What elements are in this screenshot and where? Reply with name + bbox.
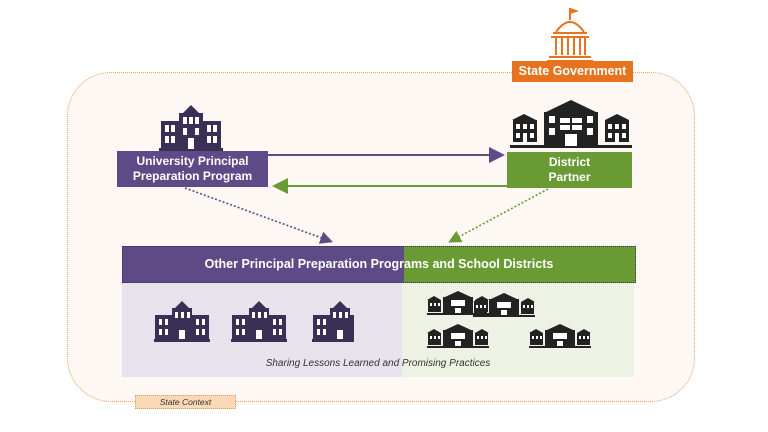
other-programs-bar-purple [122,246,404,283]
other-programs-outline [122,246,636,283]
arrow-university-to-others [184,187,334,244]
university-program-label: University Principal Preparation Program [132,154,253,183]
district-panel [402,283,634,377]
other-programs-title: Other Principal Preparation Programs and… [204,257,554,271]
school-icons-group [427,291,591,348]
arrow-district-to-others [448,188,549,243]
district-schools-icon [510,100,632,148]
sharing-caption: Sharing Lessons Learned and Promising Pr… [265,358,491,369]
university-icons-row [154,301,354,342]
state-context-label: State Context [135,395,236,409]
district-partner-box: District Partner [507,152,632,188]
university-icon [159,105,223,151]
university-program-box: University Principal Preparation Program [117,151,268,187]
district-partner-label: District Partner [548,155,591,184]
state-government-label: State Government [512,61,633,82]
other-programs-bar-green [404,246,636,283]
